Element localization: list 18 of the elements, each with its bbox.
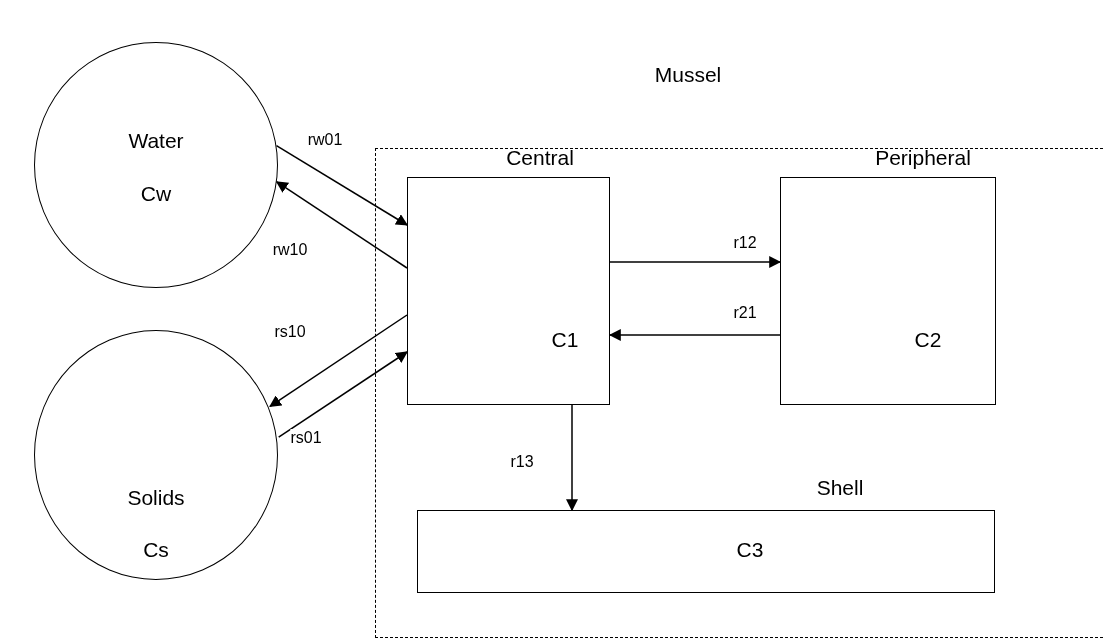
heading: Peripheral [875,146,971,170]
heading: Shell [816,476,864,500]
arrow [269,314,408,408]
arrow [275,144,409,226]
compartment-label: C3 [736,538,764,562]
heading: Mussel [654,63,722,87]
arrow [566,404,578,512]
compartment-label: C1 [551,328,579,352]
compartment-label: Cs [143,538,169,562]
arrow [277,351,408,438]
compartment-label: Cw [140,182,172,206]
heading: Central [506,146,574,170]
compartment-label: Water [128,129,184,153]
compartment-label: Solids [127,486,185,510]
arrow [275,181,408,269]
compartment-label: C2 [914,328,942,352]
arrow [608,329,781,341]
arrow [609,256,782,268]
